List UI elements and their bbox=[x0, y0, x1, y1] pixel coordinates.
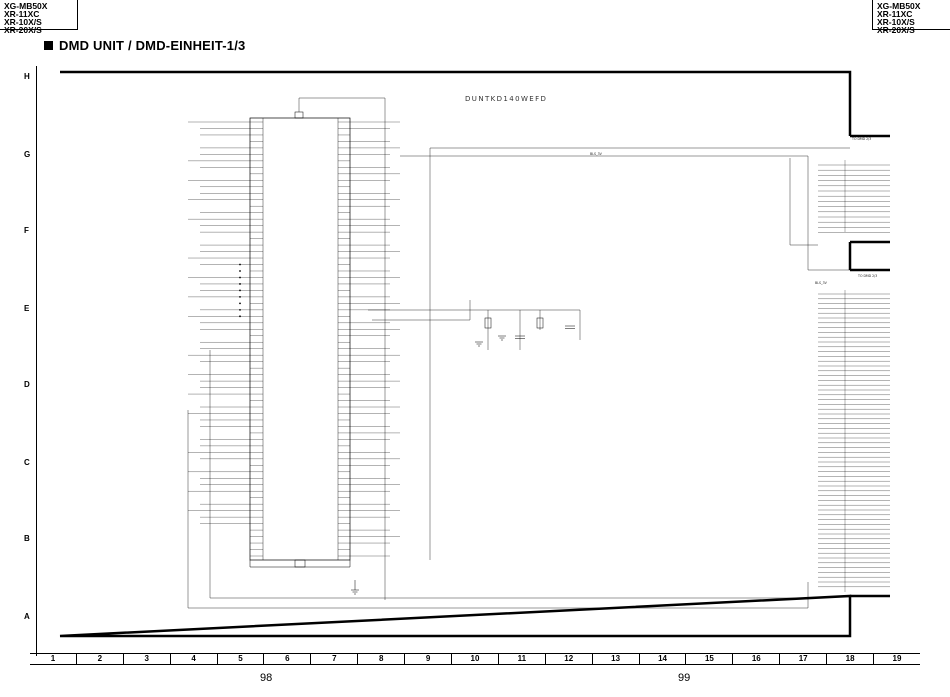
column-label: 10 bbox=[452, 654, 499, 664]
model-list-right: XG-MB50X XR-11XC XR-10X/S XR-20X/S bbox=[872, 0, 950, 34]
unit-code: DUNTKD140WEFD bbox=[465, 95, 547, 103]
resistor bbox=[536, 317, 544, 329]
model-name: XR-11XC bbox=[4, 9, 40, 19]
page-number-right: 99 bbox=[678, 672, 691, 684]
column-label: 15 bbox=[686, 654, 734, 664]
row-label: F bbox=[24, 226, 29, 235]
signal-wire bbox=[298, 97, 386, 600]
ground-icon bbox=[351, 580, 359, 595]
top-component bbox=[294, 111, 304, 119]
resistor bbox=[484, 317, 492, 329]
schematic-border bbox=[59, 70, 852, 638]
bus-label: BLS_3V bbox=[815, 281, 828, 285]
model-name: XR-20X/S bbox=[877, 25, 915, 35]
junction-dot bbox=[239, 302, 241, 305]
square-bullet-icon bbox=[44, 41, 53, 50]
connector-base bbox=[249, 560, 351, 568]
column-label: 13 bbox=[593, 654, 640, 664]
model-name: XG-MB50X bbox=[877, 1, 921, 11]
model-name: XR-20X/S bbox=[4, 25, 42, 35]
column-label: 2 bbox=[77, 654, 124, 664]
model-list-left: XG-MB50X XR-11XC XR-10X/S XR-20X/S bbox=[0, 0, 78, 34]
page-number-left: 98 bbox=[260, 672, 273, 684]
connector-label: TO DMD 2/3 bbox=[857, 274, 877, 278]
row-label: A bbox=[24, 612, 30, 621]
power-wire bbox=[372, 300, 541, 350]
column-label: 9 bbox=[405, 654, 453, 664]
signal-wire bbox=[187, 410, 809, 609]
row-grid-strip bbox=[30, 66, 37, 656]
junction-dot bbox=[239, 308, 241, 311]
column-label: 12 bbox=[546, 654, 593, 664]
column-label: 11 bbox=[499, 654, 546, 664]
power-rail bbox=[368, 309, 581, 340]
ground-icon bbox=[498, 335, 506, 341]
bus-wire-g bbox=[429, 147, 850, 560]
junction-dot bbox=[239, 289, 241, 292]
model-name: XR-11XC bbox=[877, 9, 913, 19]
bus-label: BLS_3V bbox=[590, 152, 603, 156]
row-label: H bbox=[24, 72, 30, 81]
signal-wire bbox=[789, 158, 818, 246]
page-title-text: DMD UNIT / DMD-EINHEIT-1/3 bbox=[59, 38, 246, 53]
bus-wire bbox=[400, 155, 850, 271]
column-label: 5 bbox=[218, 654, 265, 664]
junction-dot bbox=[239, 283, 241, 285]
model-name: XR-10X/S bbox=[4, 17, 42, 27]
column-grid-strip: 1 2 3 4 5 6 7 8 9 10 11 12 13 14 15 16 1… bbox=[30, 653, 920, 665]
row-label: G bbox=[24, 150, 31, 159]
model-name: XG-MB50X bbox=[4, 1, 48, 11]
row-label: E bbox=[24, 304, 30, 313]
column-label: 8 bbox=[358, 654, 406, 664]
row-label: C bbox=[24, 458, 30, 467]
bottom-component bbox=[294, 559, 306, 568]
column-label: 14 bbox=[640, 654, 687, 664]
capacitor bbox=[565, 325, 575, 329]
column-label: 1 bbox=[30, 654, 77, 664]
junction-dot bbox=[239, 276, 241, 279]
column-label: 16 bbox=[733, 654, 781, 664]
column-label: 4 bbox=[171, 654, 218, 664]
model-name: XR-10X/S bbox=[877, 17, 915, 27]
ground-icon bbox=[475, 341, 483, 347]
page-title: DMD UNIT / DMD-EINHEIT-1/3 bbox=[44, 38, 245, 53]
row-label: B bbox=[24, 534, 30, 543]
junction-dot bbox=[239, 270, 241, 272]
column-label: 6 bbox=[264, 654, 312, 664]
connector-label: TO DMD 2/3 bbox=[851, 137, 871, 141]
column-label: 3 bbox=[124, 654, 171, 664]
right-net-group bbox=[818, 160, 890, 592]
junction-dot bbox=[239, 295, 241, 298]
pin-line-group bbox=[188, 121, 400, 557]
capacitor bbox=[515, 335, 525, 339]
column-label: 19 bbox=[892, 654, 902, 663]
column-label: 7 bbox=[311, 654, 359, 664]
main-connector-body bbox=[249, 117, 351, 561]
connector-notch bbox=[850, 134, 890, 598]
column-label: 18 bbox=[827, 654, 875, 664]
column-label: 17 bbox=[780, 654, 828, 664]
row-label: D bbox=[24, 380, 30, 389]
junction-dot bbox=[239, 315, 241, 318]
signal-wire bbox=[209, 350, 820, 599]
junction-dot bbox=[239, 263, 241, 266]
